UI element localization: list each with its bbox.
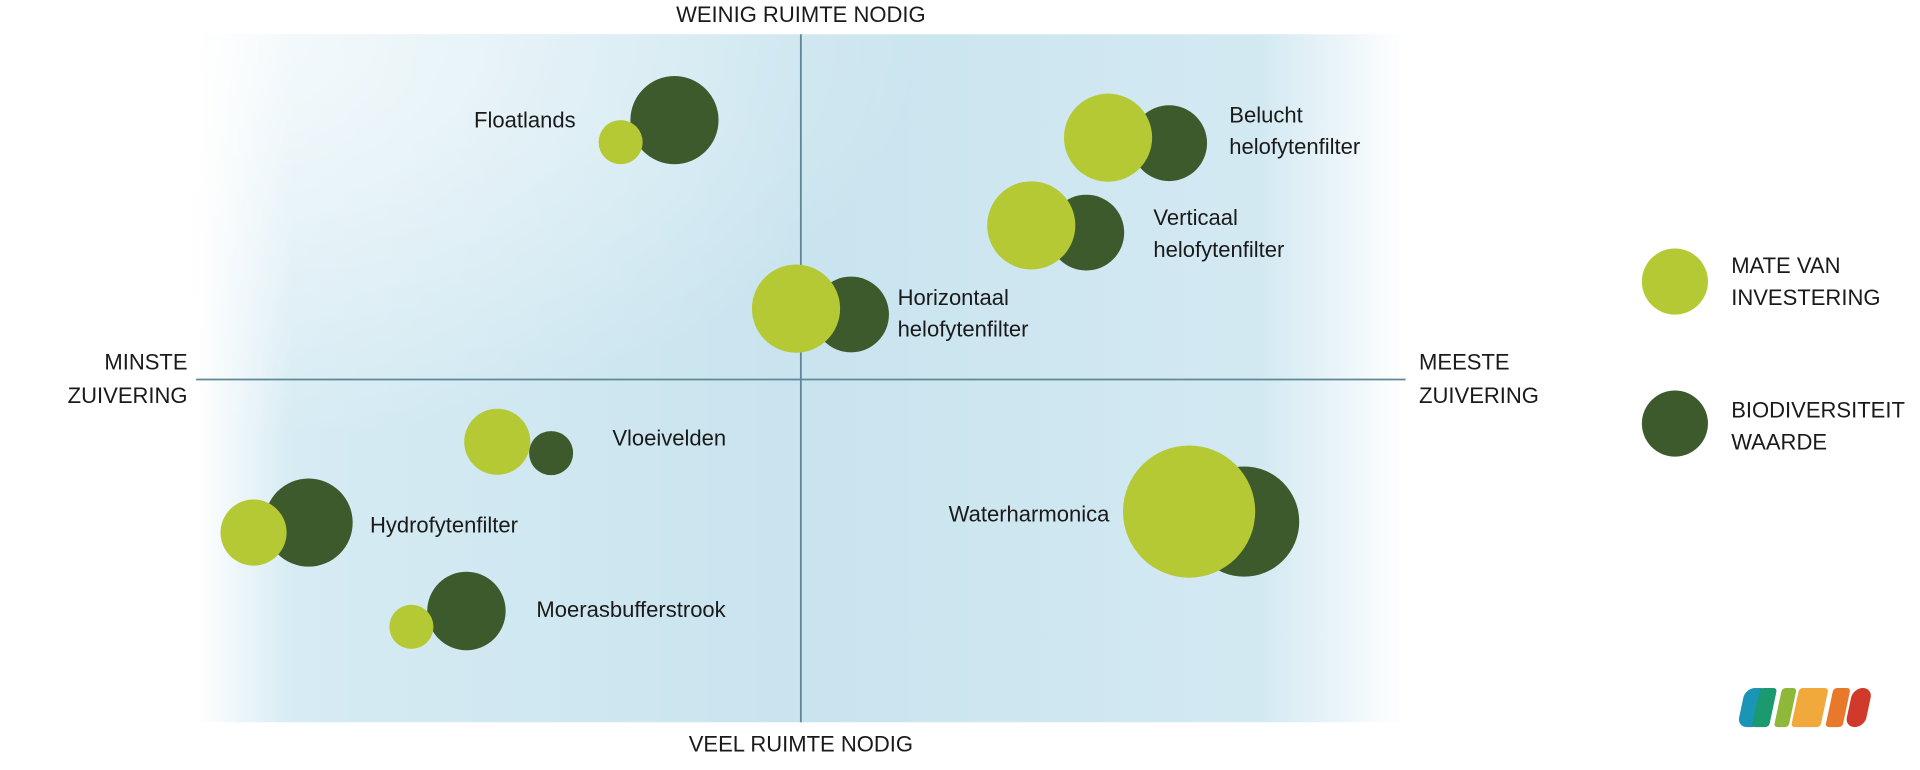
investment-bubble (751, 264, 841, 353)
biodiversity-bubble (529, 431, 574, 476)
legend-investment-swatch (1641, 248, 1708, 315)
investment-bubble (598, 120, 643, 165)
legend: MATE VAN INVESTERING BIODIVERSITEIT WAAR… (1641, 248, 1905, 457)
investment-bubble (220, 499, 287, 566)
bubble-label: Vloeivelden (612, 426, 726, 451)
biodiversity-bubble (264, 478, 353, 567)
biodiversity-bubble (630, 76, 719, 165)
axis-label-top: WEINIG RUIMTE NODIG (676, 2, 926, 27)
investment-bubble (987, 181, 1076, 270)
sgn-logo (1738, 687, 1871, 728)
axis-label-left-1: MINSTE (104, 350, 187, 375)
bubble-label: Belucht (1229, 102, 1302, 127)
legend-investment-label-2: INVESTERING (1731, 285, 1880, 310)
axis-label-right-2: ZUIVERING (1419, 383, 1539, 408)
bubbles (220, 76, 1300, 651)
investment-bubble (1122, 445, 1256, 578)
bubble-label: Waterharmonica (949, 501, 1110, 526)
legend-biodiversity-swatch (1641, 390, 1708, 457)
investment-bubble (464, 408, 531, 475)
legend-biodiversity-label-2: WAARDE (1731, 429, 1827, 454)
bubble-label: Moerasbufferstrook (536, 597, 726, 622)
axis-label-right-1: MEESTE (1419, 350, 1510, 375)
bubble-label: helofytenfilter (898, 317, 1029, 342)
biodiversity-bubble (427, 571, 506, 651)
legend-investment-label-1: MATE VAN (1731, 253, 1840, 278)
bubble-label: Floatlands (474, 107, 576, 132)
axis-label-bottom: VEEL RUIMTE NODIG (689, 732, 913, 757)
bubble-label: helofytenfilter (1153, 237, 1284, 262)
investment-bubble (1063, 93, 1153, 182)
bubble-label: Verticaal (1153, 205, 1237, 230)
bubble-label: Horizontaal (898, 285, 1009, 310)
bubble-label: helofytenfilter (1229, 134, 1360, 159)
biodiversity-bubble (1131, 105, 1208, 182)
investment-bubble (389, 604, 434, 649)
axis-label-left-2: ZUIVERING (68, 383, 188, 408)
bubble-label: Hydrofytenfilter (370, 513, 518, 538)
legend-biodiversity-label-1: BIODIVERSITEIT (1731, 397, 1905, 422)
